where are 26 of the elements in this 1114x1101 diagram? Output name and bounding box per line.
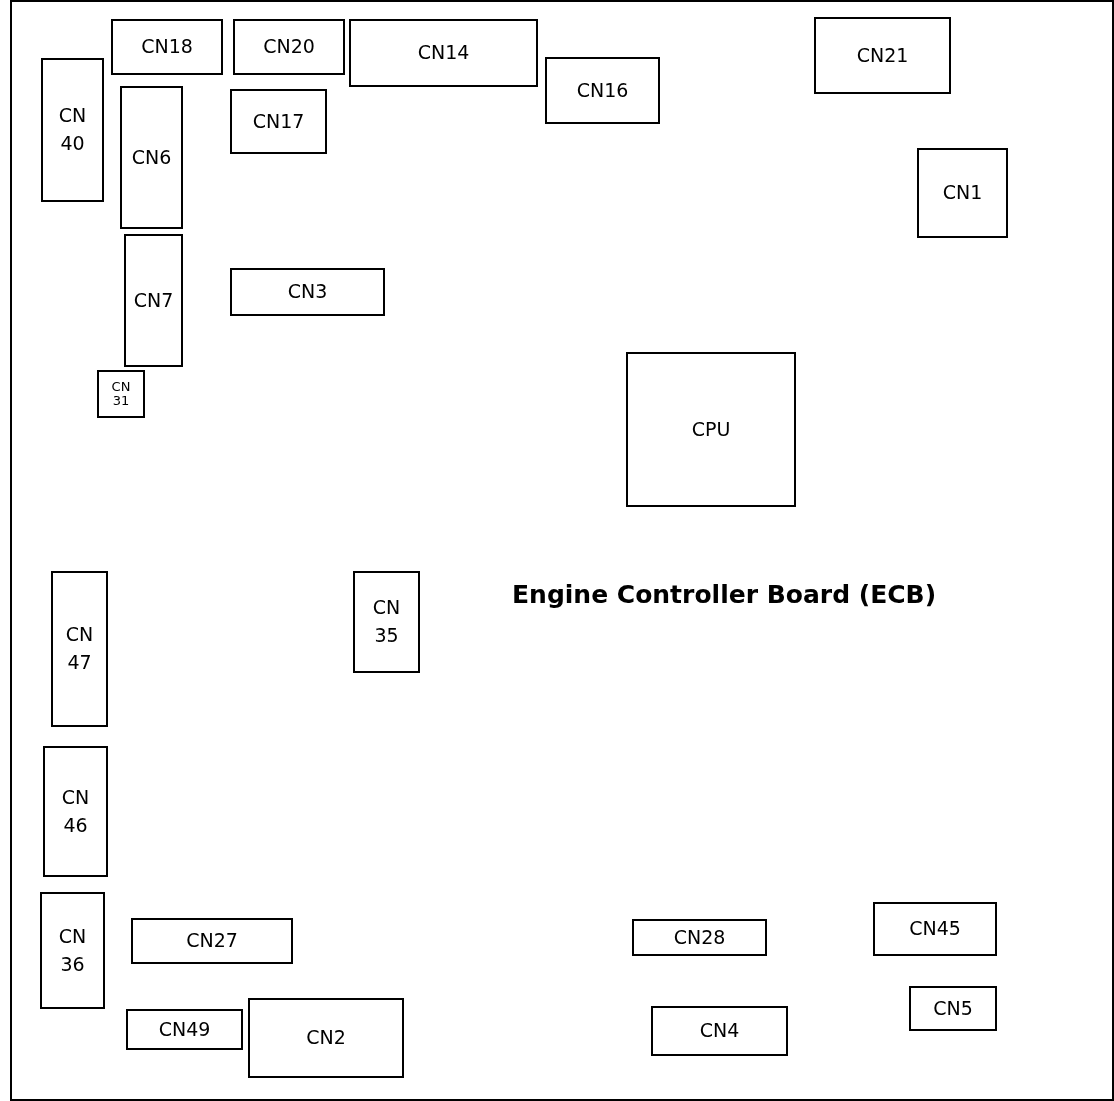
- connector-block: CN49: [126, 1009, 243, 1050]
- processor-chip: CPU: [626, 352, 796, 507]
- connector-block: CN27: [131, 918, 293, 964]
- connector-block: CN1: [917, 148, 1008, 238]
- connector-block: CN17: [230, 89, 327, 154]
- connector-block: CN7: [124, 234, 183, 367]
- connector-block: CN18: [111, 19, 223, 75]
- connector-block: CN5: [909, 986, 997, 1031]
- connector-block: CN28: [632, 919, 767, 956]
- connector-block: CN 40: [41, 58, 104, 202]
- connector-block: CN3: [230, 268, 385, 316]
- connector-block: CN16: [545, 57, 660, 124]
- connector-block: CN14: [349, 19, 538, 87]
- connector-block: CN20: [233, 19, 345, 75]
- connector-block: CN 46: [43, 746, 108, 877]
- connector-block: CN45: [873, 902, 997, 956]
- connector-block: CN 36: [40, 892, 105, 1009]
- board-title: Engine Controller Board (ECB): [512, 580, 937, 609]
- circuit-board-outline: [10, 0, 1114, 1101]
- connector-block: CN21: [814, 17, 951, 94]
- connector-block: CN6: [120, 86, 183, 229]
- connector-block: CN 47: [51, 571, 108, 727]
- connector-block: CN 35: [353, 571, 420, 673]
- connector-block: CN4: [651, 1006, 788, 1056]
- connector-block: CN2: [248, 998, 404, 1078]
- connector-block: CN 31: [97, 370, 145, 418]
